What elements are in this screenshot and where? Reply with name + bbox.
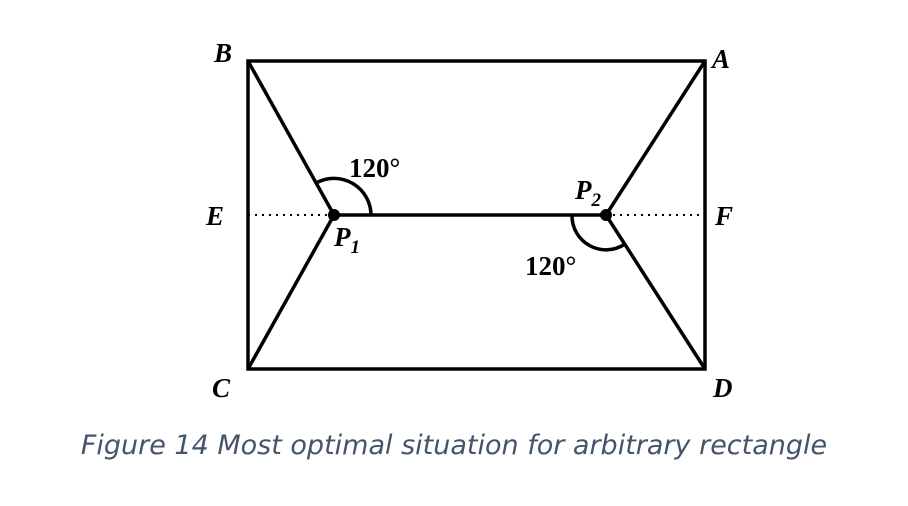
point-p1-dot (328, 209, 340, 221)
point-p2-dot (600, 209, 612, 221)
label-c: C (212, 373, 231, 403)
label-f: F (714, 201, 733, 231)
angle-label-p2: 120° (525, 251, 576, 281)
label-a: A (710, 44, 730, 74)
label-p2-subscript: 2 (591, 190, 602, 211)
label-p2-letter: P (574, 175, 592, 205)
label-p1-letter: P (333, 222, 351, 252)
label-d: D (712, 373, 733, 403)
rectangle-steiner-diagram: B A E F C D P1 P2 120° 120° (205, 38, 733, 403)
figure-caption: Figure 14 Most optimal situation for arb… (80, 430, 828, 461)
angle-label-p1: 120° (349, 153, 400, 183)
label-b: B (213, 38, 232, 68)
label-p1-subscript: 1 (351, 237, 361, 258)
segment-c-p1 (246, 214, 336, 370)
label-p1: P1 (333, 222, 360, 258)
label-p2: P2 (574, 175, 602, 211)
segment-b-p1 (246, 60, 336, 216)
segment-a-p2 (604, 60, 707, 216)
angle-arc-p2 (570, 214, 626, 252)
angle-arc-p1 (315, 176, 373, 216)
label-e: E (205, 201, 224, 231)
segment-d-p2 (604, 214, 707, 370)
rectangle-abcd (246, 59, 707, 371)
